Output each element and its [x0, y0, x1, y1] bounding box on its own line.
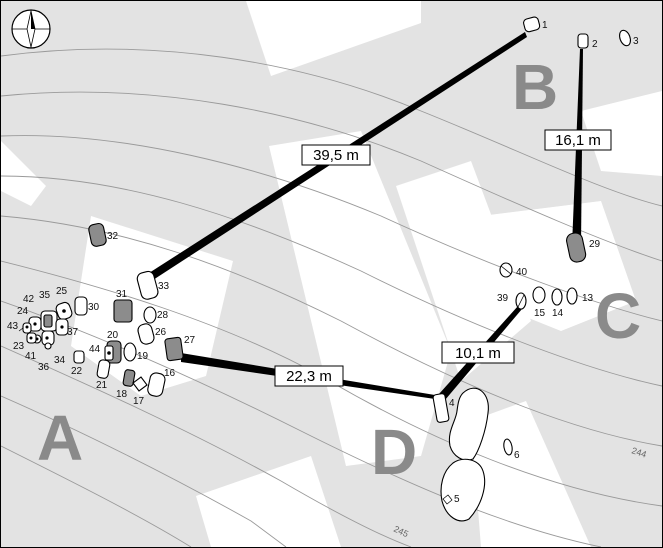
- stone-19: [123, 342, 137, 362]
- stone-label-42: 42: [23, 294, 35, 305]
- stone-31: [113, 299, 133, 323]
- stone-label-3: 3: [633, 36, 639, 47]
- stone-label-41: 41: [25, 351, 37, 362]
- distance-value: 22,3 m: [286, 368, 332, 385]
- stone-label-6: 6: [514, 450, 520, 461]
- stone-label-20: 20: [107, 330, 119, 341]
- stone-label-35: 35: [39, 290, 51, 301]
- stone-label-44: 44: [89, 344, 101, 355]
- zone-label-c: C: [595, 280, 641, 352]
- distance-label-39-5: 39,5 m: [301, 144, 371, 166]
- stone-13: [566, 287, 578, 305]
- contour-lines: [1, 48, 662, 547]
- north-arrow-icon: [11, 9, 51, 49]
- stone-label-17: 17: [133, 396, 145, 407]
- stone-label-33: 33: [158, 281, 170, 292]
- zone-label-b: B: [512, 51, 558, 123]
- clearing-right: [581, 91, 662, 176]
- distance-value: 39,5 m: [313, 147, 359, 164]
- contour-label-244: 244: [630, 445, 647, 459]
- stone-label-28: 28: [157, 310, 169, 321]
- contour-line: [1, 445, 192, 547]
- stone-4: [432, 393, 450, 423]
- stone-15: [532, 286, 546, 304]
- stone-label-19: 19: [137, 351, 149, 362]
- stone-label-34: 34: [54, 355, 66, 366]
- stone-label-21: 21: [96, 380, 108, 391]
- stone-label-31: 31: [116, 289, 128, 300]
- distance-label-10-1: 10,1 m: [441, 341, 515, 364]
- contour-line: [1, 345, 412, 547]
- stone-21: [96, 359, 111, 379]
- stone-26: [137, 323, 155, 345]
- stone-30: [74, 296, 88, 316]
- stone-27: [164, 336, 184, 362]
- contour-line: [1, 48, 662, 207]
- stone-label-25: 25: [56, 286, 68, 297]
- stone-22: [73, 350, 85, 364]
- zone-label-d: D: [371, 416, 417, 488]
- stone-6: [503, 438, 513, 456]
- stones: [18, 16, 631, 522]
- clearing-centre: [269, 131, 451, 466]
- distance-value: 16,1 m: [555, 132, 601, 149]
- zone-label-a: A: [37, 402, 83, 474]
- stone-3: [619, 29, 631, 47]
- stone-label-5: 5: [454, 494, 460, 505]
- contour-line: [1, 175, 662, 387]
- stone-label-23: 23: [13, 341, 25, 352]
- stone-label-40: 40: [516, 267, 528, 278]
- clearing-left: [1, 141, 46, 206]
- stone-18: [122, 369, 136, 387]
- stone-label-22: 22: [71, 366, 83, 377]
- stone-label-36: 36: [38, 362, 50, 373]
- stone-label-15: 15: [534, 308, 546, 319]
- clearing-d: [396, 161, 531, 381]
- stone-33: [136, 270, 159, 300]
- stone-label-1: 1: [542, 20, 548, 31]
- stone-label-29: 29: [589, 239, 601, 250]
- stone-16: [147, 372, 166, 397]
- distance-label-16-1: 16,1 m: [544, 129, 612, 151]
- stone-label-26: 26: [155, 327, 167, 338]
- stone-label-32: 32: [107, 231, 119, 242]
- stone-5: [440, 458, 486, 522]
- stone-17: [132, 376, 148, 392]
- stone-label-16: 16: [164, 368, 176, 379]
- stone-35-core: [43, 314, 53, 328]
- stone-label-4: 4: [449, 398, 455, 409]
- clearing-bottom: [196, 456, 341, 547]
- contour-line: [1, 395, 287, 547]
- stone-label-14: 14: [552, 308, 564, 319]
- stone-label-39: 39: [497, 293, 509, 304]
- stone-32: [88, 222, 107, 247]
- stone-label-27: 27: [184, 335, 196, 346]
- distance-label-22-3: 22,3 m: [274, 365, 344, 387]
- stone-label-37: 37: [67, 327, 79, 338]
- stone-14: [551, 288, 563, 306]
- stone-1: [523, 16, 541, 33]
- stone-label-24: 24: [17, 306, 29, 317]
- contour-line: [1, 215, 662, 447]
- contour-line: [1, 135, 662, 322]
- stone-label-43: 43: [7, 321, 19, 332]
- stone-labels: 1 2 3 4 5 6 13 14 15 16 17 18 19 20 21 2…: [7, 20, 639, 505]
- stone-label-18: 18: [116, 389, 128, 400]
- stone-label-30: 30: [88, 302, 100, 313]
- stone-29: [566, 232, 587, 263]
- stone-41: [44, 342, 52, 350]
- stone-label-2: 2: [592, 39, 598, 50]
- contour-line: [1, 300, 602, 547]
- outcrop-d-upper: [448, 387, 489, 461]
- contour-line: [1, 91, 662, 262]
- stone-2: [577, 33, 589, 49]
- stone-28: [143, 306, 157, 324]
- clearing-top: [246, 1, 421, 76]
- distance-value: 10,1 m: [455, 345, 501, 362]
- stone-label-13: 13: [582, 293, 594, 304]
